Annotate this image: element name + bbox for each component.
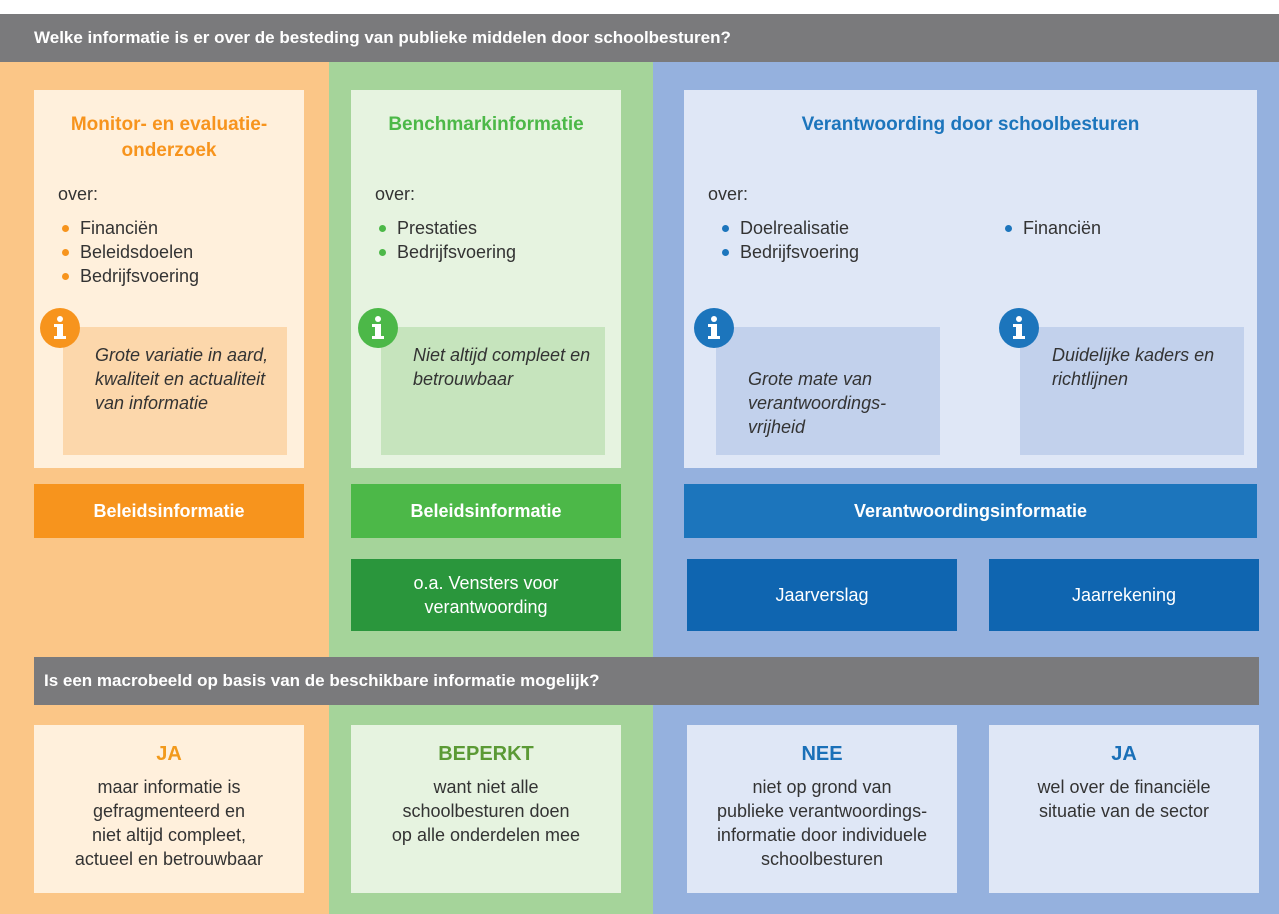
list-item: Bedrijfsvoering (377, 240, 516, 264)
bullet-dot (1005, 225, 1012, 232)
answer-head: JA (1111, 743, 1137, 765)
benchmark-over-label: over: (375, 184, 416, 204)
list-item: Bedrijfsvoering (720, 240, 859, 264)
verantwoording-category-label: Verantwoordingsinformatie (684, 484, 1257, 538)
list-item: Beleidsdoelen (60, 240, 199, 264)
verantwoording-note-left: Grote mate van verantwoordings- vrijheid (716, 327, 940, 455)
answer-benchmark: BEPERKT want niet alle schoolbesturen do… (351, 725, 621, 893)
monitor-note-text: Grote variatie in aard, kwaliteit en act… (95, 345, 269, 413)
info-icon (358, 308, 398, 348)
bullet-dot (62, 225, 69, 232)
bullet-dot (62, 249, 69, 256)
bullet-dot (722, 225, 729, 232)
answer-text: niet op grond van publieke verantwoordin… (716, 777, 928, 869)
list-item: Financiën (1003, 216, 1101, 240)
answer-verantwoording-right: JA wel over de financiële situatie van d… (989, 725, 1259, 893)
answer-text: want niet alle schoolbesturen doen op al… (391, 777, 581, 845)
list-item: Doelrealisatie (720, 216, 859, 240)
answer-verantwoording-left: NEE niet op grond van publieke verantwoo… (687, 725, 957, 893)
bullet-dot (722, 249, 729, 256)
answer-monitor: JA maar informatie is gefragmenteerd en … (34, 725, 304, 893)
monitor-topic-list: Financiën Beleidsdoelen Bedrijfsvoering (60, 216, 199, 288)
benchmark-source-box: o.a. Vensters voor verantwoording (351, 559, 621, 631)
top-question-bar: Welke informatie is er over de besteding… (0, 14, 1279, 62)
verantwoording-title: Verantwoording door schoolbesturen (801, 114, 1140, 135)
info-icon (40, 308, 80, 348)
answer-head: JA (156, 743, 182, 765)
benchmark-topic-list: Prestaties Bedrijfsvoering (377, 216, 516, 264)
verantwoording-topic-list-left: Doelrealisatie Bedrijfsvoering (720, 216, 859, 264)
bullet-dot (62, 273, 69, 280)
bullet-dot (379, 225, 386, 232)
jaarverslag-box: Jaarverslag (687, 559, 957, 631)
benchmark-note-text: Niet altijd compleet en betrouwbaar (413, 345, 591, 389)
monitor-title: Monitor- en evaluatie- onderzoek (70, 114, 268, 161)
monitor-note: Grote variatie in aard, kwaliteit en act… (63, 327, 287, 455)
answer-head: BEPERKT (438, 743, 534, 765)
verantwoording-over-label: over: (708, 184, 749, 204)
benchmark-note: Niet altijd compleet en betrouwbaar (381, 327, 605, 455)
info-icon (999, 308, 1039, 348)
monitor-over-label: over: (58, 184, 99, 204)
answer-text: maar informatie is gefragmenteerd en nie… (74, 777, 264, 869)
verantwoording-note-right: Duidelijke kaders en richtlijnen (1020, 327, 1244, 455)
benchmark-title: Benchmarkinformatie (388, 114, 584, 135)
list-item: Financiën (60, 216, 199, 240)
benchmark-category-label: Beleidsinformatie (351, 484, 621, 538)
bottom-question-text: Is een macrobeeld op basis van de beschi… (44, 671, 600, 690)
top-question-text: Welke informatie is er over de besteding… (34, 28, 731, 47)
bottom-question-bar: Is een macrobeeld op basis van de beschi… (34, 657, 1259, 705)
bullet-dot (379, 249, 386, 256)
jaarrekening-box: Jaarrekening (989, 559, 1259, 631)
verantwoording-topic-list-right: Financiën (1003, 216, 1101, 240)
list-item: Prestaties (377, 216, 516, 240)
answer-head: NEE (801, 743, 843, 765)
verantwoording-note-right-text: Duidelijke kaders en richtlijnen (1052, 345, 1215, 389)
list-item: Bedrijfsvoering (60, 264, 199, 288)
verantwoording-note-left-text: Grote mate van verantwoordings- vrijheid (748, 369, 887, 437)
info-icon (694, 308, 734, 348)
answer-text: wel over de financiële situatie van de s… (1037, 777, 1211, 821)
monitor-category-label: Beleidsinformatie (34, 484, 304, 538)
